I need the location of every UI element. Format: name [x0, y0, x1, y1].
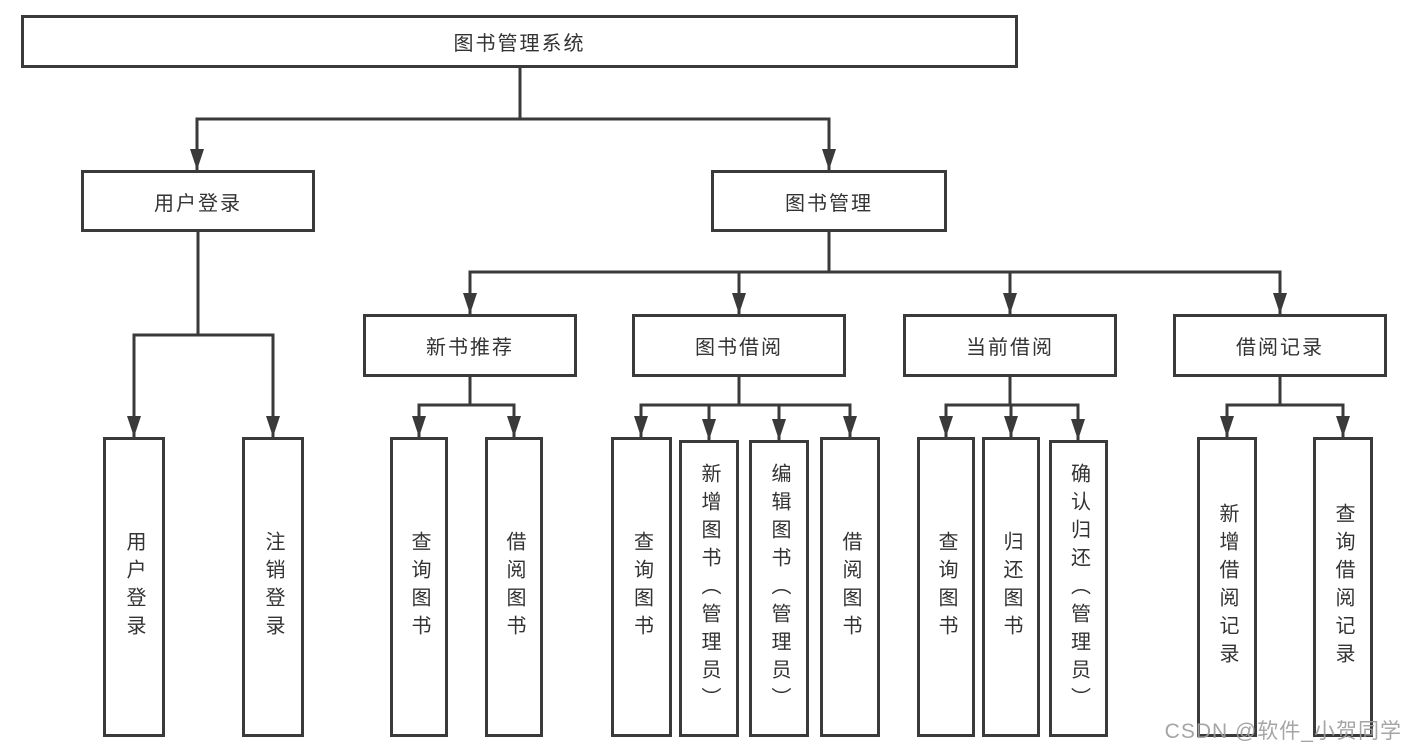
- arrowhead-icon: [732, 293, 746, 314]
- arrowhead-icon: [939, 416, 953, 437]
- node-current-borrowing: 当前借阅: [903, 314, 1117, 377]
- leaf-label: 借阅图书: [839, 531, 861, 643]
- node-new-book-recommendation: 新书推荐: [363, 314, 577, 377]
- leaf-query-books-recommend: 查询图书: [390, 437, 448, 737]
- leaf-label: 查询图书: [630, 531, 653, 643]
- leaf-label: 确认归还（管理员）: [1067, 462, 1090, 715]
- leaf-add-books-admin: 新增图书（管理员）: [679, 440, 739, 737]
- leaf-label: 归还图书: [1000, 531, 1022, 643]
- arrowhead-icon: [127, 416, 141, 437]
- arrowhead-icon: [1003, 293, 1017, 314]
- node-borrowing-records: 借阅记录: [1173, 314, 1387, 377]
- arrowhead-icon: [1336, 416, 1350, 437]
- leaf-label: 新增借阅记录: [1216, 503, 1238, 671]
- node-book-borrowing: 图书借阅: [632, 314, 846, 377]
- arrowhead-icon: [702, 419, 716, 440]
- leaf-label: 查询图书: [408, 531, 430, 643]
- leaf-label: 新增图书（管理员）: [698, 462, 720, 715]
- arrowhead-icon: [822, 149, 836, 170]
- arrowhead-icon: [507, 416, 521, 437]
- arrowhead-icon: [266, 416, 280, 437]
- leaf-label: 用户登录: [123, 531, 145, 643]
- arrowhead-icon: [1220, 416, 1234, 437]
- arrowhead-icon: [772, 419, 786, 440]
- arrowhead-icon: [634, 416, 648, 437]
- leaf-confirm-return-admin: 确认归还（管理员）: [1049, 440, 1108, 737]
- arrowhead-icon: [412, 416, 426, 437]
- leaf-label: 查询借阅记录: [1332, 503, 1354, 671]
- leaf-query-books-current: 查询图书: [917, 437, 975, 737]
- node-book-management-system: 图书管理系统: [21, 15, 1018, 68]
- leaf-query-books-borrowing: 查询图书: [611, 437, 672, 737]
- arrowhead-icon: [190, 149, 204, 170]
- arrowhead-icons: [127, 149, 1350, 440]
- leaf-label: 注销登录: [262, 531, 284, 643]
- node-user-login: 用户登录: [81, 170, 315, 232]
- node-book-management: 图书管理: [711, 170, 947, 232]
- leaf-borrow-books: 借阅图书: [820, 437, 880, 737]
- leaf-return-books: 归还图书: [982, 437, 1040, 737]
- arrowhead-icon: [1004, 416, 1018, 437]
- leaf-add-borrow-record: 新增借阅记录: [1197, 437, 1257, 737]
- arrowhead-icon: [843, 416, 857, 437]
- leaf-user-login: 用户登录: [103, 437, 165, 737]
- leaf-label: 编辑图书（管理员）: [768, 462, 790, 715]
- arrowhead-icon: [1273, 293, 1287, 314]
- leaf-label: 查询图书: [935, 531, 957, 643]
- arrowhead-icon: [463, 293, 477, 314]
- csdn-watermark: CSDN @软件_小贺同学: [1164, 720, 1402, 743]
- leaf-edit-books-admin: 编辑图书（管理员）: [749, 440, 809, 737]
- leaf-borrow-books-recommend: 借阅图书: [485, 437, 543, 737]
- leaf-query-borrow-record: 查询借阅记录: [1313, 437, 1373, 737]
- leaf-label: 借阅图书: [503, 531, 525, 643]
- arrowhead-icon: [1071, 419, 1085, 440]
- leaf-logout: 注销登录: [242, 437, 304, 737]
- tree-edges: [132, 66, 1345, 442]
